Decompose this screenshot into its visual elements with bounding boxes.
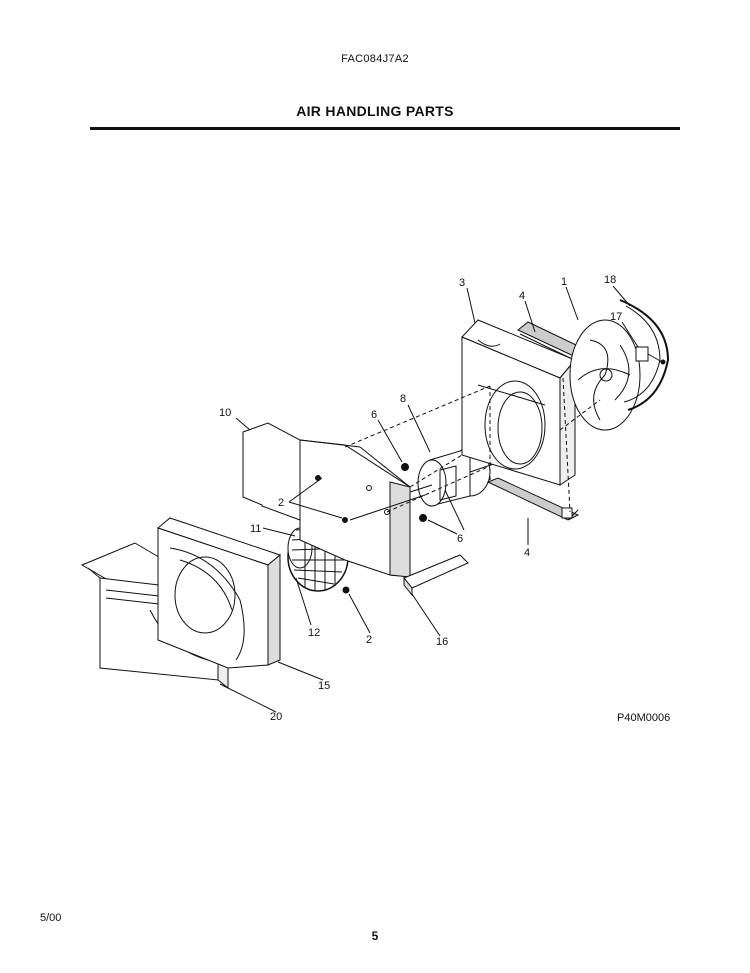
callout-4-lower: 4 (524, 547, 530, 559)
base-channel-part (403, 554, 469, 597)
callout-12: 12 (308, 627, 320, 639)
condenser-fan-part (569, 319, 641, 431)
clamp-nut-part (635, 346, 666, 365)
callout-6-lower: 6 (457, 533, 463, 545)
shroud-part (461, 319, 576, 486)
screw-fasteners (342, 463, 427, 594)
lower-rail-part (486, 477, 580, 521)
callout-20: 20 (270, 711, 282, 723)
page-number: 5 (371, 929, 379, 943)
slinger-ring-part (619, 299, 670, 411)
callout-8: 8 (400, 393, 406, 405)
revision-date: 5/00 (40, 912, 62, 924)
assembly-guide-lines (344, 377, 601, 513)
callout-3: 3 (459, 277, 465, 289)
model-number: FAC084J7A2 (341, 53, 409, 65)
scroll-housing-part (156, 517, 282, 669)
callout-11: 11 (250, 523, 261, 535)
callout-2-lower: 2 (366, 634, 372, 646)
mounting-bracket-part (242, 422, 411, 578)
title-rule (90, 127, 680, 130)
callout-labels: 3 4 1 18 17 8 6 10 2 11 6 4 12 2 16 15 2… (219, 274, 622, 723)
callout-10: 10 (219, 407, 231, 419)
callout-1: 1 (561, 276, 567, 288)
drawing-code: P40M0006 (617, 712, 671, 724)
callout-16: 16 (436, 636, 448, 648)
callout-15: 15 (318, 680, 330, 692)
callout-18: 18 (604, 274, 616, 286)
callout-6-upper: 6 (371, 409, 377, 421)
callout-2-upper: 2 (278, 497, 284, 509)
leader-lines (219, 285, 639, 713)
callout-17: 17 (610, 311, 622, 323)
callout-4-upper: 4 (519, 290, 525, 302)
page-title: AIR HANDLING PARTS (296, 103, 454, 119)
